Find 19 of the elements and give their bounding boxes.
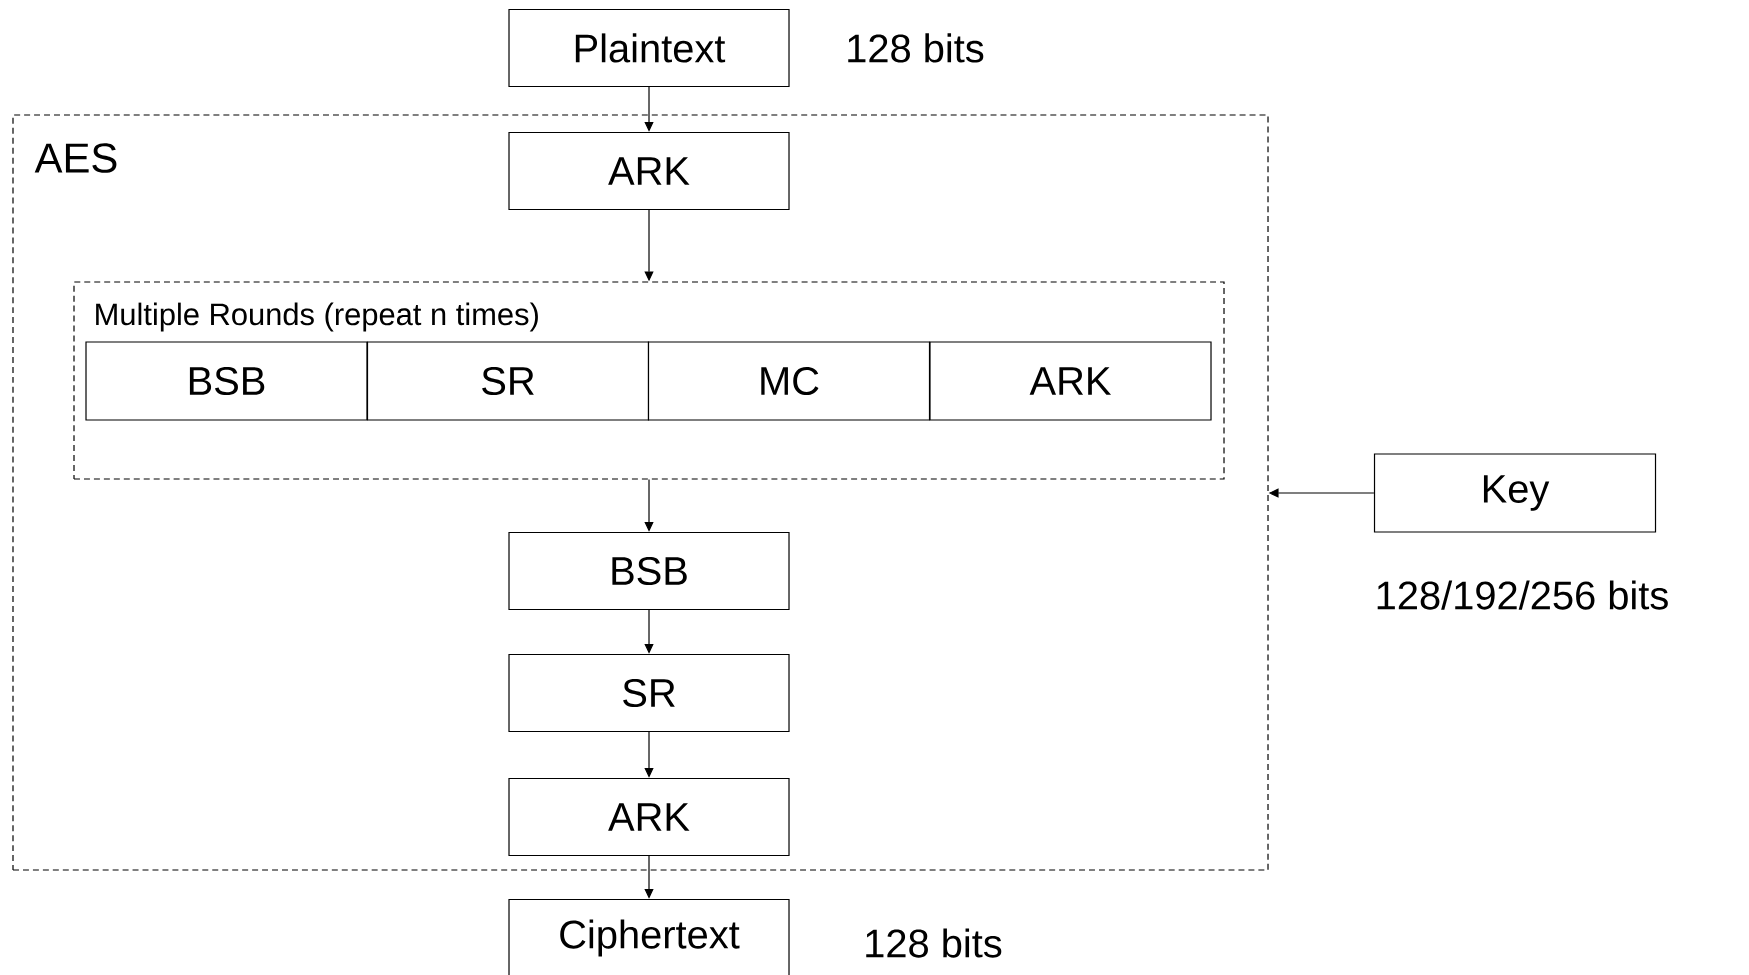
arrow: [644, 479, 654, 532]
size-note: 128 bits: [848, 33, 984, 63]
arrow: [644, 731, 654, 778]
process-box: BSB: [508, 531, 790, 611]
process-box: SR: [366, 341, 650, 421]
process-box: ARK: [508, 777, 790, 857]
process-box: BSB: [85, 341, 368, 421]
process-box: MC: [647, 341, 931, 421]
process-box: Key: [1373, 453, 1657, 533]
process-box: SR: [508, 653, 790, 733]
process-box: ARK: [508, 131, 790, 211]
arrow: [644, 86, 654, 132]
size-note: 128 bits: [866, 928, 1002, 958]
process-box: ARK: [929, 341, 1212, 421]
size-note: 128/192/256 bits: [1377, 580, 1668, 610]
process-box: Ciphertext: [508, 898, 790, 975]
process-box: Plaintext: [508, 8, 790, 88]
arrow: [644, 855, 654, 899]
arrow: [644, 609, 654, 654]
